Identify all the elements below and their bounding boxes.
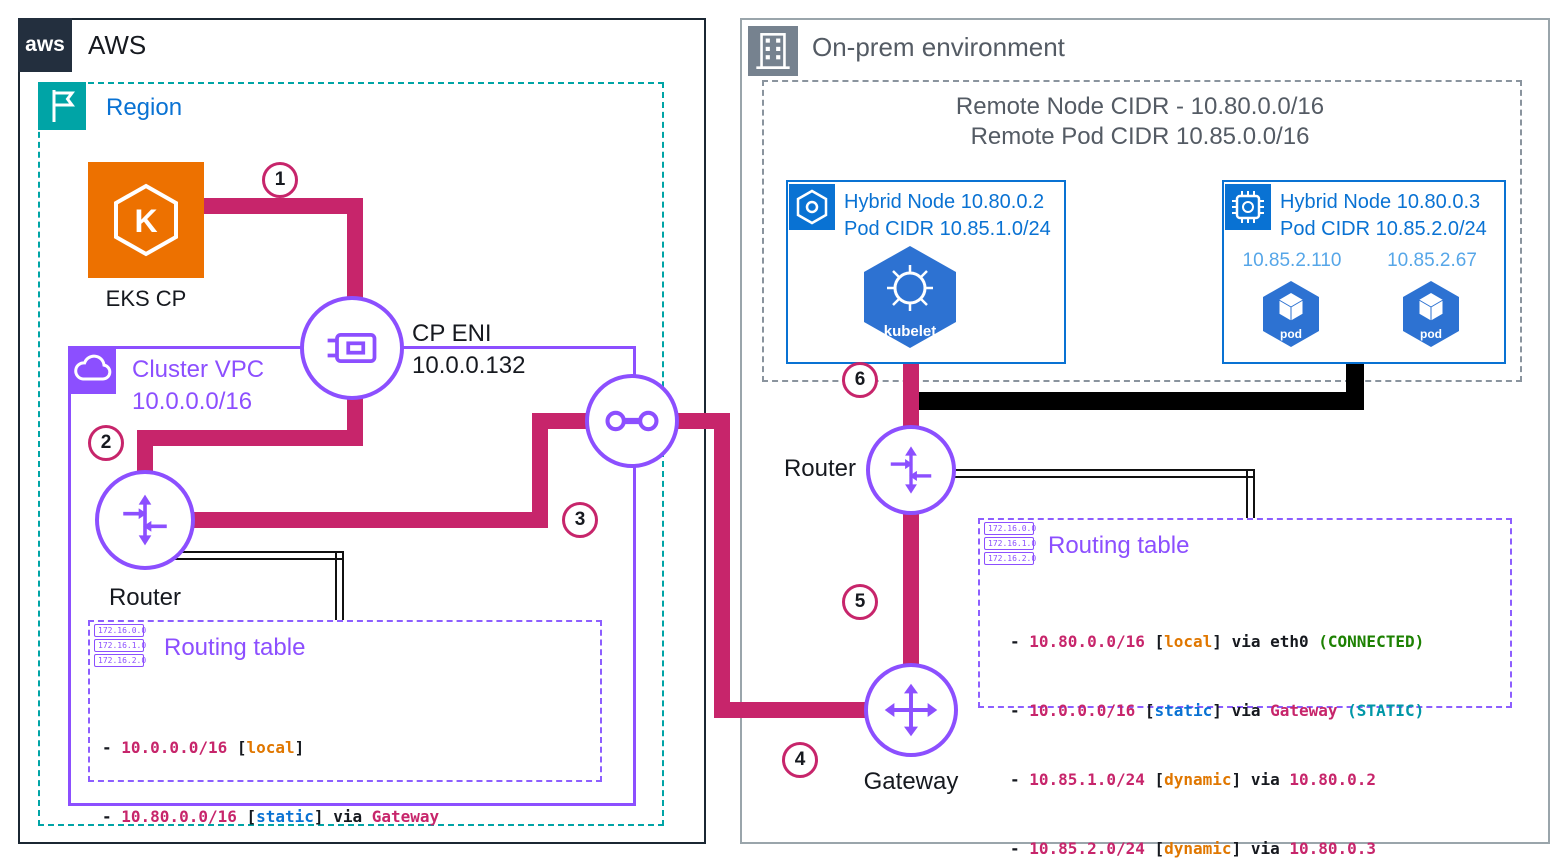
svg-text:K: K (134, 203, 157, 239)
vpc-routing-table-title: Routing table (164, 634, 306, 661)
aws-title: AWS (88, 30, 147, 60)
cp-eni-label: CP ENI (412, 320, 492, 347)
cluster-vpc-label: Cluster VPC (132, 356, 265, 383)
onprem-routing-table-box (978, 518, 1512, 708)
routing-table-icon-row: 172.16.2.0 (984, 552, 1036, 565)
onprem-title: On-prem environment (812, 32, 1065, 62)
remote-node-cidr: Remote Node CIDR - 10.80.0.0/16 (955, 93, 1325, 120)
pod-icon: pod (1400, 280, 1462, 348)
routing-table-icon-row: 172.16.0.0 (984, 522, 1036, 535)
region-flag-icon (38, 82, 86, 130)
pod-label: pod (1280, 327, 1302, 341)
vpc-cloud-icon (68, 346, 116, 394)
step-badge-6: 6 (842, 362, 878, 398)
routing-table-icon-row: 172.16.1.0 (94, 639, 146, 652)
connector-router-to-table-left-v (335, 551, 344, 622)
hybrid-node-1-pod-cidr: Pod CIDR 10.85.1.0/24 (844, 218, 1051, 240)
onprem-routing-table-title: Routing table (1048, 532, 1190, 559)
aws-account-box (18, 18, 706, 844)
route-entry: - 10.0.0.0/16 [static] via Gateway (STAT… (1010, 701, 1425, 720)
pod-2-ip: 10.85.2.67 (1387, 250, 1477, 271)
hybrid-node-2-ip: Hybrid Node 10.80.0.3 (1280, 191, 1481, 213)
step-badge-5: 5 (842, 584, 878, 620)
hybrid-node-2-icon (1225, 184, 1271, 230)
hybrid-node-2-text: Hybrid Node 10.80.0.3 Pod CIDR 10.85.2.0… (1280, 189, 1487, 243)
path-eks-to-eni-h (200, 198, 363, 214)
eks-icon: K (88, 162, 204, 278)
gateway-label: Gateway (863, 768, 959, 795)
path-eni-to-router-h (137, 430, 363, 446)
vpc-router-label: Router (108, 584, 182, 611)
step-badge-1: 1 (262, 162, 298, 198)
path-to-gateway-v (714, 413, 730, 718)
region-label: Region (106, 94, 183, 121)
connector-router-to-table-right-h (935, 469, 1255, 478)
onprem-router-label: Router (783, 455, 856, 482)
route-entry: - 10.85.2.0/24 [dynamic] via 10.80.0.3 (1010, 839, 1377, 858)
cluster-vpc-cidr: 10.0.0.0/16 (132, 388, 253, 415)
kubelet-icon: kubelet (860, 244, 960, 350)
route-entry: - 10.85.1.0/24 [dynamic] via 10.80.0.2 (1010, 770, 1377, 789)
vpc-routing-table-entries: - 10.0.0.0/16 [local] - 10.80.0.0/16 [st… (102, 690, 439, 862)
onprem-routing-table-entries: - 10.80.0.0/16 [local] via eth0 (CONNECT… (1010, 584, 1424, 862)
aws-logo-icon: aws (18, 18, 72, 72)
routing-table-icon: 172.16.0.0 172.16.1.0 172.16.2.0 (94, 624, 146, 669)
cp-eni-icon (300, 296, 404, 400)
kubelet-label: kubelet (884, 323, 937, 340)
vpc-routing-table-box (88, 620, 602, 782)
step-badge-3: 3 (562, 502, 598, 538)
pod-icon: pod (1260, 280, 1322, 348)
pod-1-ip: 10.85.2.110 (1242, 250, 1342, 271)
step-badge-4: 4 (782, 742, 818, 778)
hybrid-node-1-ip: Hybrid Node 10.80.0.2 (844, 191, 1045, 213)
peering-connection-icon (585, 374, 679, 468)
route-entry: - 10.80.0.0/16 [local] via eth0 (CONNECT… (1010, 632, 1425, 651)
path-router-to-peering-h (145, 512, 548, 528)
remote-pod-cidr: Remote Pod CIDR 10.85.0.0/16 (970, 123, 1310, 150)
routing-table-icon: 172.16.0.0 172.16.1.0 172.16.2.0 (984, 522, 1036, 567)
eks-cp-label: EKS CP (105, 286, 187, 311)
route-entry: - 10.80.0.0/16 [static] via Gateway (102, 807, 440, 826)
remote-cidr-title: Remote Node CIDR - 10.80.0.0/16 Remote P… (762, 92, 1518, 152)
building-icon (748, 26, 798, 76)
routing-table-icon-row: 172.16.0.0 (94, 624, 146, 637)
onprem-router-icon (866, 425, 956, 515)
gateway-icon (864, 663, 958, 757)
path-peering-v (532, 413, 548, 528)
connector-router-to-table-right-v (1246, 469, 1255, 520)
hybrid-node-1-text: Hybrid Node 10.80.0.2 Pod CIDR 10.85.1.0… (844, 189, 1051, 243)
connector-router-to-table-left-h (150, 551, 344, 560)
connection-node2-horizontal (903, 392, 1364, 410)
routing-table-icon-row: 172.16.1.0 (984, 537, 1036, 550)
hybrid-node-2-pod-cidr: Pod CIDR 10.85.2.0/24 (1280, 218, 1487, 240)
cp-eni-ip: 10.0.0.132 (412, 352, 526, 379)
remote-cidr-box (762, 80, 1522, 382)
pod-label: pod (1420, 327, 1442, 341)
routing-table-icon-row: 172.16.2.0 (94, 654, 146, 667)
path-gateway-to-router-v (903, 500, 919, 685)
step-badge-2: 2 (88, 425, 124, 461)
route-entry: - 10.0.0.0/16 [local] (102, 738, 305, 757)
hybrid-node-1-icon (789, 184, 835, 230)
onprem-environment-box (740, 18, 1550, 844)
vpc-router-icon (95, 470, 195, 570)
